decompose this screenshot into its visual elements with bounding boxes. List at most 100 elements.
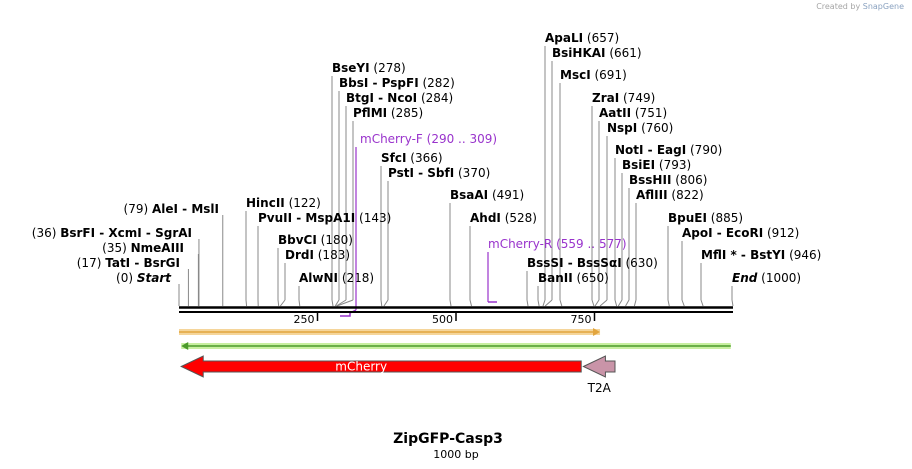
feature-mcherry: mCherry xyxy=(180,355,582,378)
feature-line-1 xyxy=(179,328,601,336)
site-drop-afliii xyxy=(633,299,637,307)
primer-name-mcherry-r: mCherry-R xyxy=(488,237,552,251)
feature-arrow-t2a xyxy=(582,355,616,378)
site-name-bbvci: BbvCI xyxy=(278,233,317,247)
site-label-mfli-bstyi: MflI * - BstYI (946) xyxy=(701,248,821,262)
site-nspi xyxy=(599,136,608,307)
site-pos-hincii: (122) xyxy=(285,196,321,210)
site-label-bpuei: BpuEI (885) xyxy=(668,211,743,225)
site-name-alwni: AlwNI xyxy=(299,271,338,285)
site-pos-bsshii: (806) xyxy=(671,173,707,187)
site-label-bsshii: BssHII (806) xyxy=(629,173,708,187)
site-drop-bbvci xyxy=(277,299,280,307)
site-drop-bpuei xyxy=(667,299,670,307)
site-label-apali: ApaLI (657) xyxy=(545,31,619,45)
site-name-afliii: AflIII xyxy=(636,188,668,202)
site-drop-bseyi xyxy=(331,299,334,307)
site-name-bsssi-bsss-i: BssSI - BssSαI xyxy=(527,256,622,270)
site-label-drdi: DrdI (183) xyxy=(285,248,350,262)
site-name-bseyi: BseYI xyxy=(332,61,370,75)
sequence-backbone xyxy=(179,306,733,313)
site-label-start: (0) Start xyxy=(116,271,172,285)
site-pos-ahdi: (528) xyxy=(501,211,537,225)
primers: mCherry-F (290 .. 309)mCherry-R (559 .. … xyxy=(340,132,627,317)
site-pos-bseyi: (278) xyxy=(370,61,406,75)
site-pos-nmeaiii: (35) xyxy=(102,241,130,255)
site-pos-zrai: (749) xyxy=(619,91,655,105)
site-name-btgi-ncoi: BtgI - NcoI xyxy=(346,91,417,105)
site-pos-psti-sbfi: (370) xyxy=(454,166,490,180)
site-pos-bsssi-bsss-i: (630) xyxy=(622,256,658,270)
site-pos-pflmi: (285) xyxy=(387,106,423,120)
site-label-bsihkai: BsiHKAI (661) xyxy=(552,46,642,60)
site-drop-bsihkai xyxy=(544,299,553,307)
site-drop-sfci xyxy=(380,299,383,307)
site-hincii xyxy=(245,211,248,307)
map-length: 1000 bp xyxy=(433,448,478,461)
site-pos-bsihkai: (661) xyxy=(606,46,642,60)
feature-head-line-2 xyxy=(181,342,189,350)
site-drop-zrai xyxy=(591,299,595,307)
site-label-noti-eagi: NotI - EagI (790) xyxy=(615,143,722,157)
site-name-bsrfi-xcmi-sgrai: BsrFI - XcmI - SgrAI xyxy=(60,226,192,240)
site-bbvci xyxy=(277,248,280,307)
site-name-ahdi: AhdI xyxy=(470,211,501,225)
site-drop-hincii xyxy=(245,299,248,307)
site-lines xyxy=(178,46,734,307)
site-drop-banii xyxy=(537,299,540,307)
site-name-mfli-bstyi: MflI * - BstYI xyxy=(701,248,785,262)
site-name-drdi: DrdI xyxy=(285,248,314,262)
feature-arrow-mcherry xyxy=(180,355,582,378)
primer-mcherry-f: mCherry-F (290 .. 309) xyxy=(340,132,497,317)
primer-name-mcherry-f: mCherry-F xyxy=(360,132,423,146)
site-pos-bpuei: (885) xyxy=(707,211,743,225)
site-label-banii: BanII (650) xyxy=(538,271,609,285)
primer-range-mcherry-r: (559 .. 577) xyxy=(552,237,626,251)
site-pos-apoi-ecori: (912) xyxy=(763,226,799,240)
site-zrai xyxy=(591,106,595,307)
site-label-alei-msli: (79) AleI - MslI xyxy=(124,202,219,216)
primer-label-mcherry-r: mCherry-R (559 .. 577) xyxy=(488,237,627,251)
site-name-aatii: AatII xyxy=(599,106,631,120)
site-pos-pvuii-mspa1i: (143) xyxy=(355,211,391,225)
site-bsihkai xyxy=(544,61,553,307)
site-label-nmeaiii: (35) NmeAIII xyxy=(102,241,184,255)
site-name-start: Start xyxy=(137,271,172,285)
site-label-nspi: NspI (760) xyxy=(607,121,673,135)
site-name-nspi: NspI xyxy=(607,121,637,135)
site-drop-mfli-bstyi xyxy=(700,299,704,307)
site-drdi xyxy=(279,263,286,307)
site-pos-bsrfi-xcmi-sgrai: (36) xyxy=(32,226,60,240)
site-psti-sbfi xyxy=(383,181,389,307)
site-name-nmeaiii: NmeAIII xyxy=(131,241,184,255)
site-mfli-bstyi xyxy=(700,263,704,307)
site-pos-aatii: (751) xyxy=(631,106,667,120)
site-label-bsssi-bsss-i: BssSI - BssSαI (630) xyxy=(527,256,658,270)
site-drop-pflmi xyxy=(336,299,354,307)
site-name-sfci: SfcI xyxy=(381,151,406,165)
site-noti-eagi xyxy=(614,158,618,307)
site-pos-bsaai: (491) xyxy=(488,188,524,202)
site-drop-bsshii xyxy=(625,299,630,307)
site-pos-mfli-bstyi: (946) xyxy=(785,248,821,262)
site-pos-bbsi-pspfi: (282) xyxy=(419,76,455,90)
site-label-btgi-ncoi: BtgI - NcoI (284) xyxy=(346,91,453,105)
site-pos-apali: (657) xyxy=(583,31,619,45)
site-name-bsaai: BsaAI xyxy=(450,188,488,202)
feature-head-line-1 xyxy=(593,328,601,336)
site-bpuei xyxy=(667,226,670,307)
site-pflmi xyxy=(336,121,354,307)
site-label-afliii: AflIII (822) xyxy=(636,188,704,202)
site-label-bseyi: BseYI (278) xyxy=(332,61,406,75)
site-name-pflmi: PflMI xyxy=(353,106,387,120)
site-label-pvuii-mspa1i: PvuII - MspA1I (143) xyxy=(258,211,391,225)
site-bbsi-pspfi xyxy=(334,91,340,307)
tick-label-500: 500 xyxy=(432,313,453,326)
site-pos-banii: (650) xyxy=(573,271,609,285)
site-end xyxy=(731,286,734,307)
site-name-noti-eagi: NotI - EagI xyxy=(615,143,686,157)
tick-label-250: 250 xyxy=(294,313,315,326)
site-name-apoi-ecori: ApoI - EcoRI xyxy=(682,226,763,240)
